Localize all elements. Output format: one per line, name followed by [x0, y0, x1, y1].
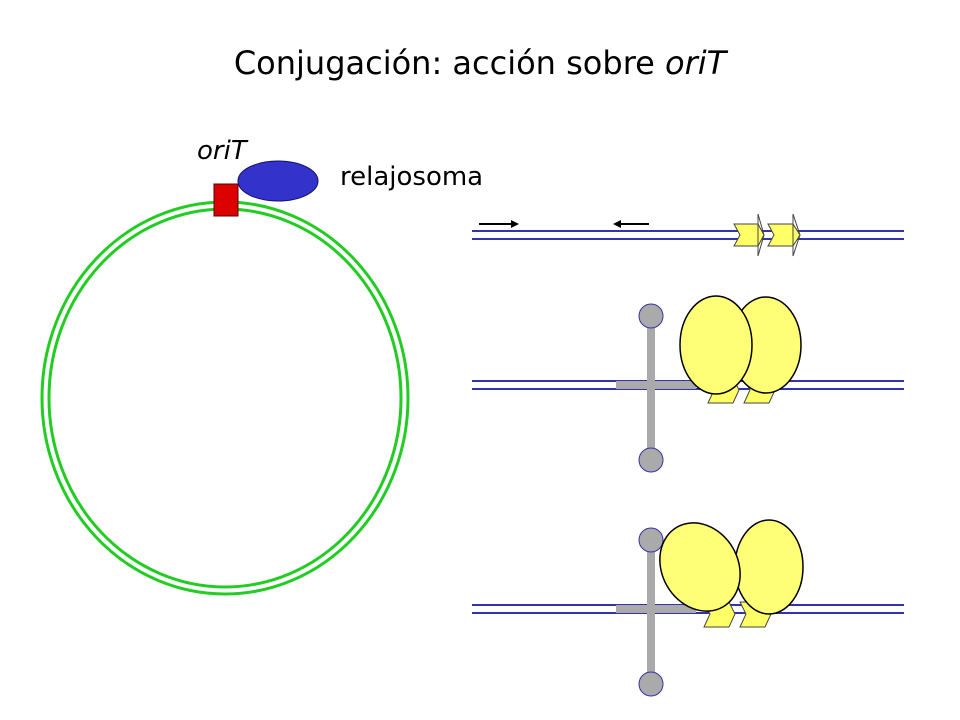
- hairpin-loop-bottom: [638, 447, 664, 473]
- dna-row-1: [472, 213, 904, 257]
- repeat-box-2: [767, 223, 801, 247]
- dna-row-3: [472, 519, 904, 697]
- relaxosome-label: relajosoma: [340, 162, 484, 192]
- relaxosome-ellipse: [237, 160, 319, 202]
- repeat-box-1: [733, 223, 765, 247]
- left-arrow-icon: [613, 220, 649, 228]
- orit-label: oriT: [197, 136, 247, 166]
- orit-box: [213, 183, 239, 217]
- protein-ellipse: [659, 522, 741, 612]
- hairpin-loop-top: [638, 303, 664, 329]
- dna-row-2: [472, 295, 904, 473]
- protein-ellipse: [734, 519, 804, 615]
- plasmid-circle: [40, 200, 410, 596]
- hairpin-loop-bottom: [638, 671, 664, 697]
- title-orit-italic: oriT: [665, 44, 727, 82]
- right-arrow-icon: [479, 220, 519, 228]
- title-text: Conjugación: acción sobre: [233, 44, 665, 82]
- protein-ellipse: [679, 295, 753, 395]
- slide-title: Conjugación: acción sobre oriT: [0, 44, 960, 82]
- hairpin-loop-top: [638, 527, 664, 553]
